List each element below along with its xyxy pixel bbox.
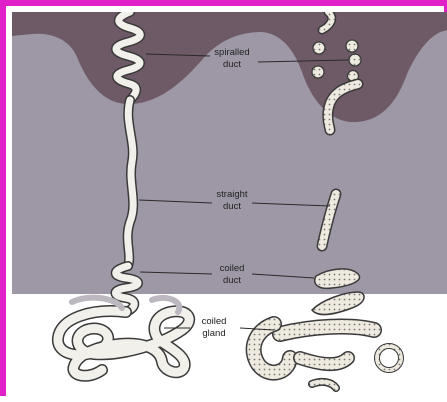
label-coiled-gland: gland [202, 328, 225, 339]
label-coiled: coiled [220, 263, 245, 274]
label-spiralled: spiralled [214, 47, 249, 58]
label-straight: straight [216, 189, 248, 200]
sweat-gland-diagram: spiralled duct straight duct coiled duct… [12, 12, 447, 402]
label-spiralled-duct: duct [223, 59, 241, 70]
label-coiled-g: coiled [202, 316, 227, 327]
label-coiled-duct: duct [223, 275, 241, 286]
label-straight-duct: duct [223, 201, 241, 212]
